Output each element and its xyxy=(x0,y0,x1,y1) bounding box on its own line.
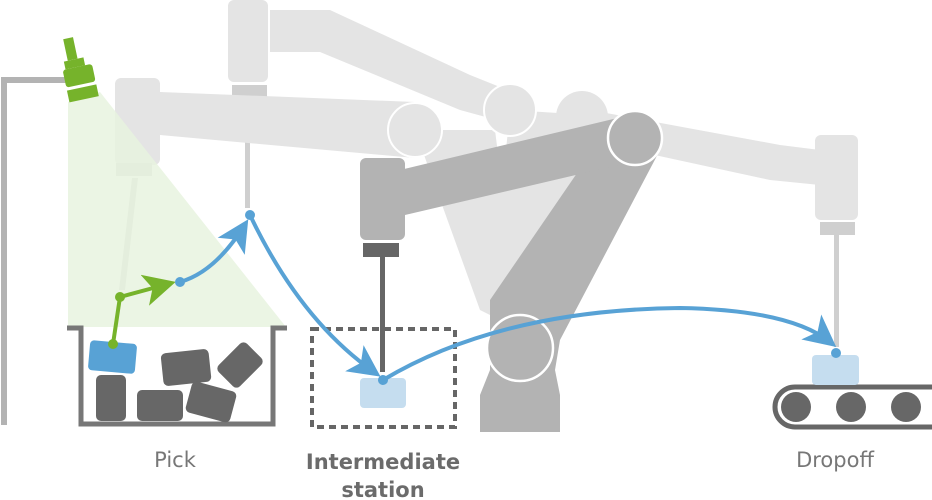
intermediate-label-line1: Intermediate xyxy=(305,450,461,474)
picked-part xyxy=(88,340,137,374)
pick-bin xyxy=(67,325,287,427)
conveyor xyxy=(772,384,932,430)
camera-light-cone xyxy=(68,92,286,327)
intermediate-label-line2: station xyxy=(341,478,425,500)
camera-icon xyxy=(63,37,99,103)
ghost-robot-arms xyxy=(115,0,858,347)
active-robot xyxy=(360,109,664,432)
intermediate-part xyxy=(360,378,406,408)
intermediate-station-zone xyxy=(310,327,457,429)
camera-mount xyxy=(1,77,66,425)
intermediate-station-label: Intermediate station xyxy=(283,448,483,500)
bin-parts xyxy=(96,342,263,423)
dropoff-label: Dropoff xyxy=(796,448,874,472)
waypoint-dots xyxy=(175,210,841,385)
pick-label: Pick xyxy=(154,448,196,472)
green-approach-path xyxy=(111,274,176,345)
dropoff-part xyxy=(812,355,859,385)
blue-motion-path xyxy=(179,214,837,382)
